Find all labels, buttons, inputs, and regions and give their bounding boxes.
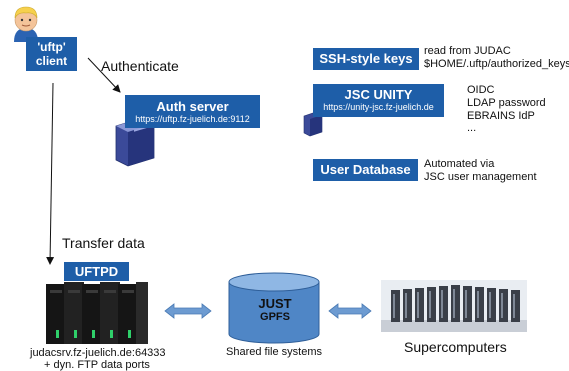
ssh-keys-desc2: $HOME/.uftp/authorized_keys <box>424 58 569 70</box>
storage-line2: GPFS <box>260 311 290 323</box>
client-line1: 'uftp' <box>37 40 66 54</box>
supercomputer-photo-icon <box>381 280 527 332</box>
supercomputers-label: Supercomputers <box>404 339 507 355</box>
transfer-arrow <box>46 82 55 265</box>
ssh-keys-box: SSH-style keys <box>313 48 419 70</box>
uftpd-title: UFTPD <box>74 264 119 279</box>
uftp-client-box: 'uftp' client <box>26 37 77 71</box>
jsc-unity-url: https://unity-jsc.fz-juelich.de <box>323 102 434 112</box>
uftpd-box: UFTPD <box>64 262 129 281</box>
client-line2: client <box>35 54 68 68</box>
authenticate-label: Authenticate <box>101 58 179 74</box>
auth-server-url: https://uftp.fz-juelich.de:9112 <box>135 114 250 124</box>
ssh-keys-title: SSH-style keys <box>319 51 413 66</box>
uftpd-servers-icon <box>46 282 148 344</box>
unity-item-ebrains: EBRAINS IdP <box>467 110 535 122</box>
user-database-desc1: Automated via <box>424 158 495 170</box>
unity-server-icon <box>303 111 323 137</box>
auth-server-title: Auth server <box>156 99 229 114</box>
unity-item-more: ... <box>467 122 477 134</box>
servers-storage-double-arrow <box>164 303 212 319</box>
jsc-unity-title: JSC UNITY <box>344 87 413 102</box>
ssh-keys-desc1: read from JUDAC <box>424 45 511 57</box>
storage-super-double-arrow <box>328 303 372 319</box>
user-database-box: User Database <box>313 159 418 181</box>
storage-line1: JUST <box>258 296 292 311</box>
auth-server-box: Auth server https://uftp.fz-juelich.de:9… <box>125 95 260 128</box>
unity-item-ldap: LDAP password <box>467 97 546 109</box>
user-database-title: User Database <box>320 162 411 177</box>
storage-cylinder-icon <box>228 272 320 344</box>
unity-item-oidc: OIDC <box>467 84 495 96</box>
uftpd-ports: + dyn. FTP data ports <box>44 359 150 371</box>
transfer-data-label: Transfer data <box>62 235 145 251</box>
authenticate-arrow <box>87 57 121 93</box>
uftpd-host: judacsrv.fz-juelich.de:64333 <box>30 347 166 359</box>
shared-fs-label: Shared file systems <box>226 346 322 358</box>
jsc-unity-box: JSC UNITY https://unity-jsc.fz-juelich.d… <box>313 84 444 117</box>
user-database-desc2: JSC user management <box>424 171 537 183</box>
